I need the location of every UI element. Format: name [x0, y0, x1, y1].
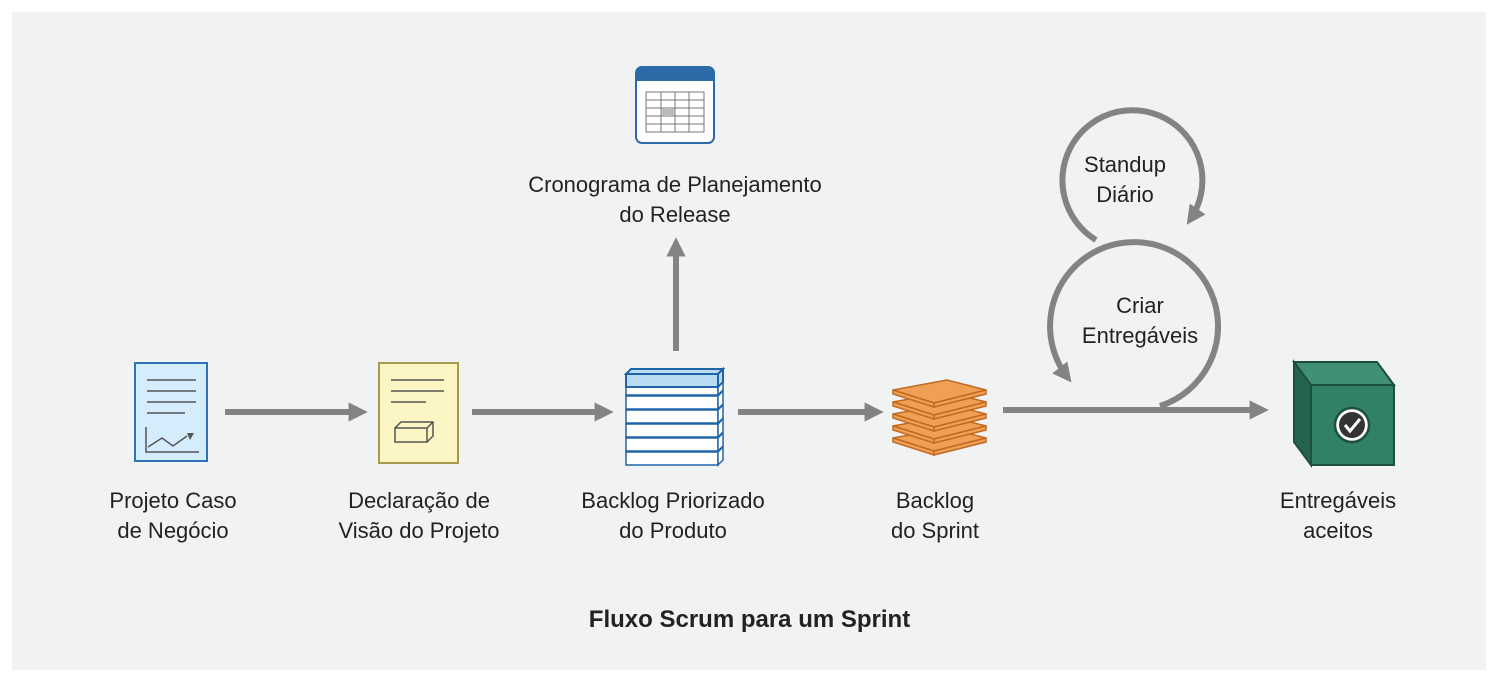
node-label-line: do Produto [619, 518, 727, 543]
node-label-line: do Release [619, 202, 731, 227]
node-label-vision: Declaração de Visão do Projeto [316, 486, 522, 546]
node-label-line: Backlog Priorizado [581, 488, 765, 513]
node-label-line: Projeto Caso [109, 488, 237, 513]
node-label-business-case: Projeto Caso de Negócio [95, 486, 251, 546]
node-label-line: Entregáveis [1279, 488, 1397, 513]
node-label-sprint-backlog: Backlog do Sprint [870, 486, 1000, 546]
document-box-icon [378, 362, 459, 464]
node-label-line: do Sprint [890, 518, 980, 543]
node-label-product-backlog: Backlog Priorizado do Produto [556, 486, 790, 546]
loop-label-create-deliverables: Criar Entregáveis [1060, 291, 1220, 351]
node-label-line: aceitos [1303, 518, 1373, 543]
node-label-line: Declaração de [348, 488, 490, 513]
node-label-line: Backlog [895, 488, 975, 513]
node-label-line: Visão do Projeto [338, 518, 500, 543]
loop-label-line: Criar [1116, 293, 1164, 318]
create-deliverables-loop-arc [1047, 239, 1222, 409]
loop-label-standup: Standup Diário [1060, 150, 1190, 210]
loop-label-line: Entregáveis [1081, 323, 1199, 348]
standup-loop-arc [1059, 107, 1206, 243]
stacked-layers-icon [892, 379, 987, 457]
node-label-line: de Negócio [117, 518, 229, 543]
node-label-line: Cronograma de Planejamento [528, 172, 822, 197]
calendar-grid-icon [635, 66, 715, 144]
document-chart-icon [134, 362, 208, 462]
stacked-bars-icon [623, 366, 726, 467]
node-label-accepted: Entregáveis aceitos [1270, 486, 1406, 546]
node-label-release-schedule: Cronograma de Planejamento do Release [486, 170, 864, 230]
loop-label-line: Diário [1096, 182, 1154, 207]
diagram-background [12, 12, 1486, 670]
accepted-box-icon [1292, 358, 1396, 469]
loop-label-line: Standup [1084, 152, 1166, 177]
diagram-title: Fluxo Scrum para um Sprint [588, 606, 911, 633]
